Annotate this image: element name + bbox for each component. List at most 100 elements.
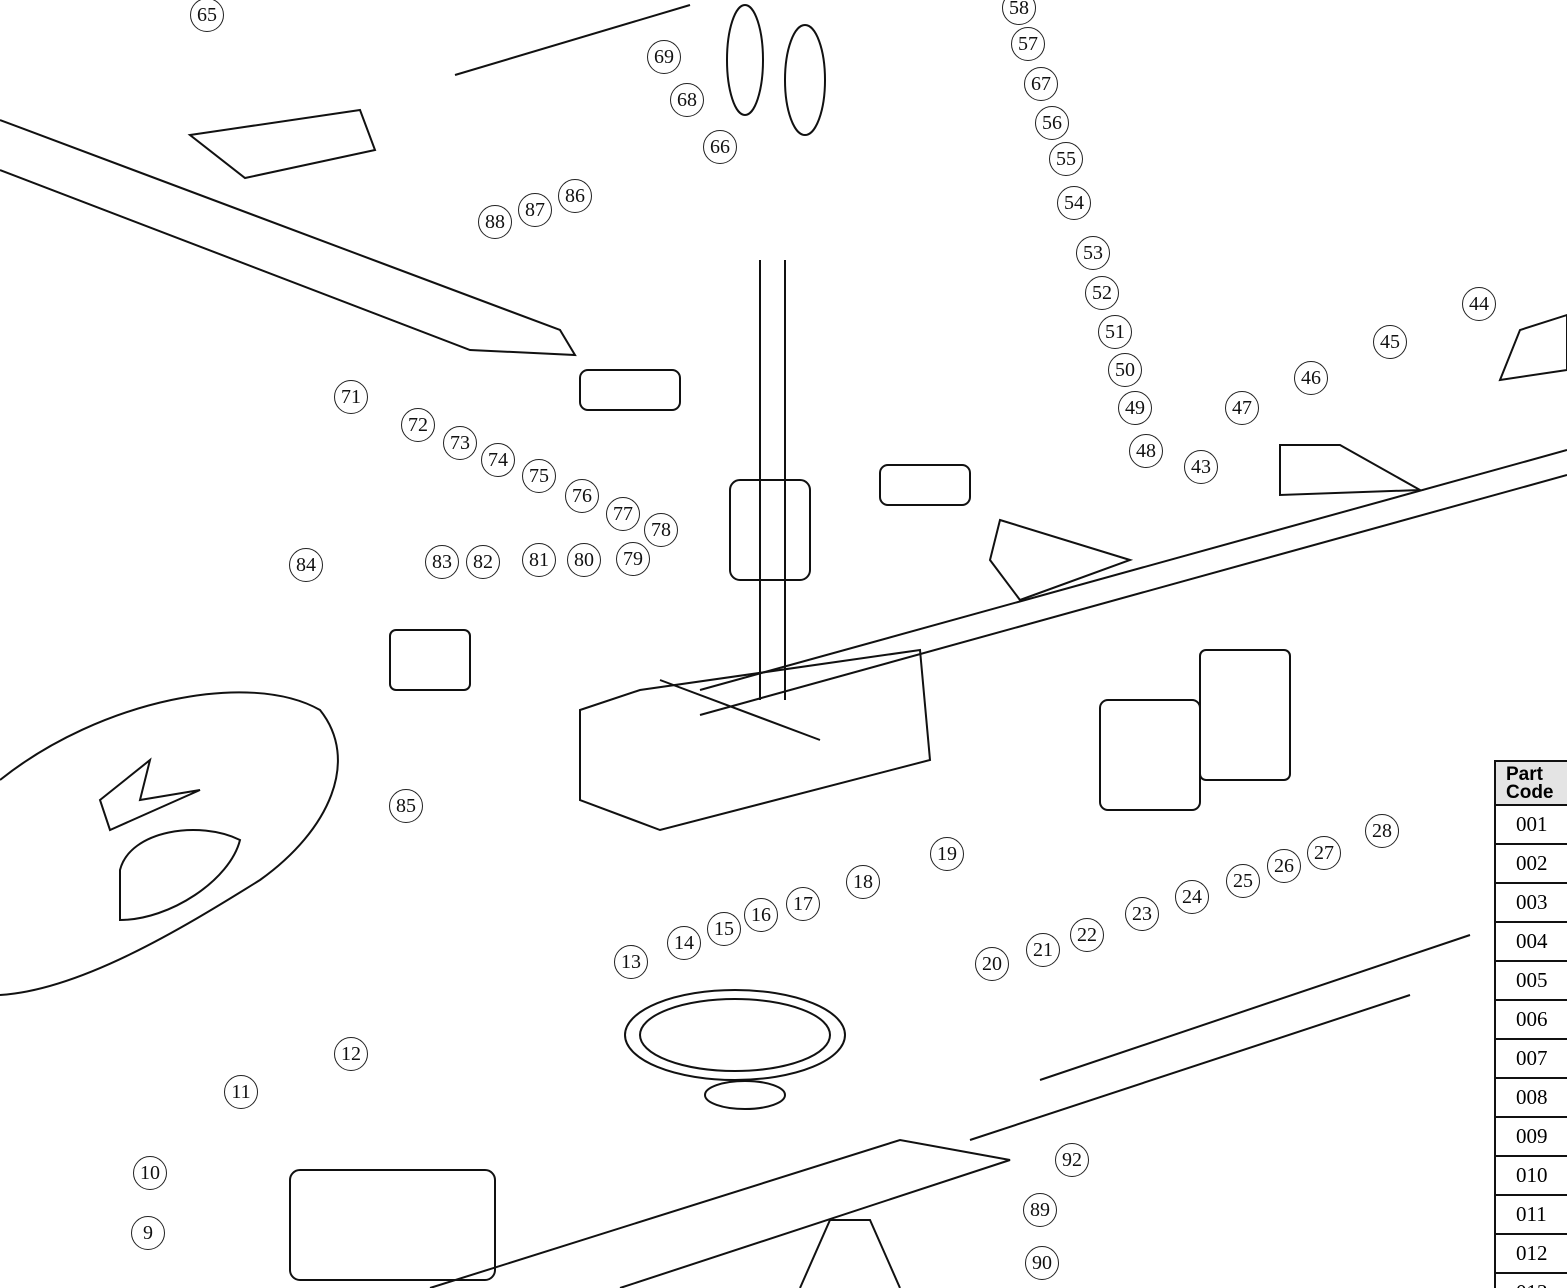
blade-grip-right [879,464,971,506]
parts-table-row: 011 [1494,1194,1567,1235]
flybar-paddle [187,108,377,180]
callout-57: 57 [1011,27,1045,61]
servo-pair [1099,699,1201,811]
tail-fin [1279,444,1424,497]
parts-table-row: 003 [1494,882,1567,923]
parts-table-row: 010 [1494,1155,1567,1196]
parts-table-row: 012 [1494,1233,1567,1274]
callout-88: 88 [478,205,512,239]
callout-86: 86 [558,179,592,213]
callout-84: 84 [289,548,323,582]
parts-table-row: 004 [1494,921,1567,962]
battery-unit [289,1169,496,1281]
part-code-cell: 011 [1494,1194,1567,1235]
part-code-cell: 010 [1494,1155,1567,1196]
callout-14: 14 [667,926,701,960]
callout-17: 17 [786,887,820,921]
swashplate [729,479,811,581]
canopy-decal [98,757,201,832]
link-right [784,24,826,136]
callout-74: 74 [481,443,515,477]
lower-frame [429,1138,1011,1288]
parts-table-row: 007 [1494,1038,1567,1079]
callout-15: 15 [707,912,741,946]
flybar-rod [454,4,691,76]
callout-12: 12 [334,1037,368,1071]
callout-19: 19 [930,837,964,871]
parts-table-row: 006 [1494,999,1567,1040]
canopy-window [119,829,242,922]
part-code-cell: 009 [1494,1116,1567,1157]
callout-46: 46 [1294,361,1328,395]
parts-table-row: 013 [1494,1272,1567,1288]
parts-table-row: 002 [1494,843,1567,884]
callout-51: 51 [1098,315,1132,349]
part-code-cell: 003 [1494,882,1567,923]
main-blade-left [0,119,577,357]
parts-table-row: 008 [1494,1077,1567,1118]
parts-table-row: 005 [1494,960,1567,1001]
callout-23: 23 [1125,897,1159,931]
callout-77: 77 [606,497,640,531]
callout-20: 20 [975,947,1009,981]
parts-table-row: 009 [1494,1116,1567,1157]
parts-table-header: Part Code [1494,760,1567,806]
callout-85: 85 [389,789,423,823]
callout-83: 83 [425,545,459,579]
callout-79: 79 [616,542,650,576]
servo-left [389,629,471,691]
callout-69: 69 [647,40,681,74]
callout-65: 65 [190,0,224,32]
callout-9: 9 [131,1216,165,1250]
callout-72: 72 [401,408,435,442]
callout-11: 11 [224,1075,258,1109]
link-left [726,4,764,116]
callout-26: 26 [1267,849,1301,883]
part-code-cell: 006 [1494,999,1567,1040]
callout-18: 18 [846,865,880,899]
callout-87: 87 [518,193,552,227]
callout-21: 21 [1026,933,1060,967]
callout-82: 82 [466,545,500,579]
callout-48: 48 [1129,434,1163,468]
callout-43: 43 [1184,450,1218,484]
part-code-cell: 012 [1494,1233,1567,1274]
callout-52: 52 [1085,276,1119,310]
callout-24: 24 [1175,880,1209,914]
callout-50: 50 [1108,353,1142,387]
part-code-cell: 007 [1494,1038,1567,1079]
callout-45: 45 [1373,325,1407,359]
callout-49: 49 [1118,391,1152,425]
tail-blade [1498,313,1567,382]
callout-75: 75 [522,459,556,493]
callout-13: 13 [614,945,648,979]
callout-10: 10 [133,1156,167,1190]
callout-66: 66 [703,130,737,164]
callout-53: 53 [1076,236,1110,270]
one-way-hub [704,1080,786,1110]
part-code-cell: 005 [1494,960,1567,1001]
callout-76: 76 [565,479,599,513]
callout-71: 71 [334,380,368,414]
pushrod-lower [969,994,1411,1141]
flybar-pin [659,679,821,741]
part-code-cell: 013 [1494,1272,1567,1288]
part-code-cell: 004 [1494,921,1567,962]
servo-mount [1199,649,1291,781]
pushrod-upper [1039,934,1471,1081]
main-gear [624,989,846,1081]
main-blade-right [988,518,1134,602]
callout-90: 90 [1025,1246,1059,1280]
callout-22: 22 [1070,918,1104,952]
callout-16: 16 [744,898,778,932]
part-code-cell: 008 [1494,1077,1567,1118]
parts-table-row: 001 [1494,804,1567,845]
part-code-cell: 002 [1494,843,1567,884]
callout-68: 68 [670,83,704,117]
landing-skid [799,1219,901,1288]
callout-92: 92 [1055,1143,1089,1177]
tail-boom [699,449,1567,716]
